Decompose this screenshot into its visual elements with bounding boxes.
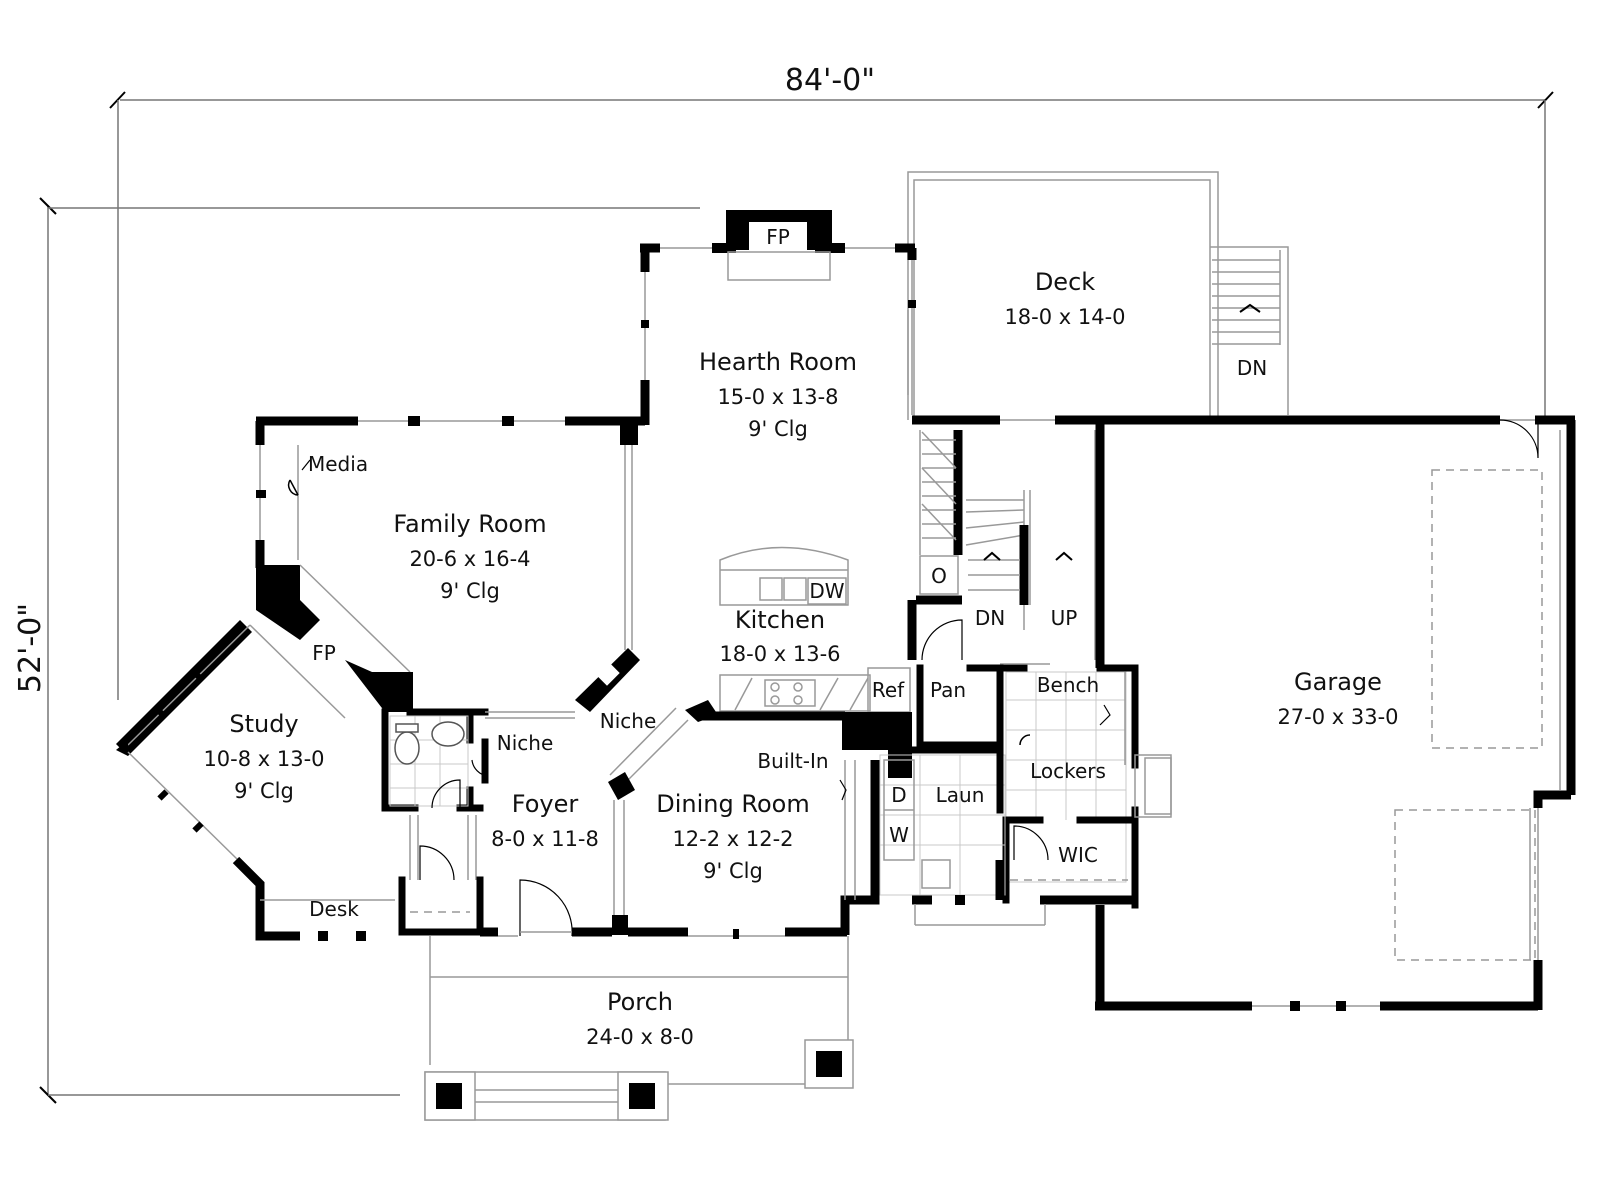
ref-label: Ref xyxy=(872,678,905,702)
dining-size: 12-2 x 12-2 xyxy=(672,827,793,851)
foyer-size: 8-0 x 11-8 xyxy=(491,827,599,851)
mudroom: Bench Lockers WIC xyxy=(1002,664,1172,909)
bench-label: Bench xyxy=(1037,673,1099,697)
garage-walls xyxy=(1095,415,1576,1011)
study-walls xyxy=(116,620,395,941)
family-fp-label: FP xyxy=(312,641,336,665)
hearth-fireplace: FP xyxy=(726,210,832,281)
family-ceiling: 9' Clg xyxy=(440,579,500,603)
desk-label: Desk xyxy=(309,897,359,921)
family-name: Family Room xyxy=(393,510,546,538)
lockers-label: Lockers xyxy=(1030,759,1106,783)
stair-up-label: UP xyxy=(1051,606,1078,630)
deck-size: 18-0 x 14-0 xyxy=(1004,305,1125,329)
kitchen: DW Kitchen 18-0 x 13-6 Ref xyxy=(719,546,911,713)
garage-size: 27-0 x 33-0 xyxy=(1277,705,1398,729)
family-size: 20-6 x 16-4 xyxy=(409,547,530,571)
dining-name: Dining Room xyxy=(656,790,809,818)
deck-dn-label: DN xyxy=(1237,356,1267,380)
w-label: W xyxy=(889,823,909,847)
laundry: D W Laun xyxy=(879,746,1135,926)
laun-label: Laun xyxy=(936,783,985,807)
pantry: Pan xyxy=(907,600,1050,749)
wic-label: WIC xyxy=(1058,843,1098,867)
stair-dn-label: DN xyxy=(975,606,1005,630)
deck-name: Deck xyxy=(1035,268,1095,296)
porch-name: Porch xyxy=(607,988,673,1016)
o-label: O xyxy=(931,564,947,588)
family-room: Media Family Room 20-6 x 16-4 9' Clg FP xyxy=(287,452,547,665)
garage-name: Garage xyxy=(1294,668,1382,696)
study-ceiling: 9' Clg xyxy=(234,779,294,803)
d-label: D xyxy=(891,783,906,807)
media-label: Media xyxy=(308,452,368,476)
niche-label-1: Niche xyxy=(497,731,554,755)
study-name: Study xyxy=(229,710,298,738)
builtin-label: Built-In xyxy=(757,749,828,773)
study: Study 10-8 x 13-0 9' Clg Desk xyxy=(203,710,359,921)
niche-label-2: Niche xyxy=(600,709,657,733)
foyer-closet xyxy=(398,815,484,936)
foyer-name: Foyer xyxy=(512,790,579,818)
foyer: Niche Niche Foyer 8-0 x 11-8 xyxy=(491,709,656,851)
pan-label: Pan xyxy=(930,678,966,702)
stair-area: O DN UP xyxy=(912,415,1105,668)
depth-dimension-label: 52'-0" xyxy=(13,603,48,693)
foyer-walls xyxy=(480,711,612,937)
kitchen-size: 18-0 x 13-6 xyxy=(719,642,840,666)
study-size: 10-8 x 13-0 xyxy=(203,747,324,771)
dw-label: DW xyxy=(809,579,844,603)
kitchen-name: Kitchen xyxy=(735,606,825,634)
width-dimension-label: 84'-0" xyxy=(785,63,875,98)
width-dimension: 84'-0" xyxy=(109,63,1554,700)
porch: Porch 24-0 x 8-0 xyxy=(424,936,854,1121)
hearth-room: Hearth Room 15-0 x 13-8 9' Clg xyxy=(699,348,857,441)
deck-stairs xyxy=(1212,250,1281,345)
deck: Deck 18-0 x 14-0 DN xyxy=(907,171,1289,420)
family-walls xyxy=(249,416,645,719)
dining-ceiling: 9' Clg xyxy=(703,859,763,883)
hearth-ceiling: 9' Clg xyxy=(748,417,808,441)
powder-room xyxy=(381,708,489,812)
depth-dimension: 52'-0" xyxy=(13,197,700,1104)
garage: Garage 27-0 x 33-0 xyxy=(1277,668,1398,729)
hearth-fp-label: FP xyxy=(766,225,790,249)
porch-size: 24-0 x 8-0 xyxy=(586,1025,694,1049)
hearth-name: Hearth Room xyxy=(699,348,857,376)
hearth-size: 15-0 x 13-8 xyxy=(717,385,838,409)
dining-room: Built-In Dining Room 12-2 x 12-2 9' Clg xyxy=(656,749,847,883)
dining-walls xyxy=(608,700,912,939)
